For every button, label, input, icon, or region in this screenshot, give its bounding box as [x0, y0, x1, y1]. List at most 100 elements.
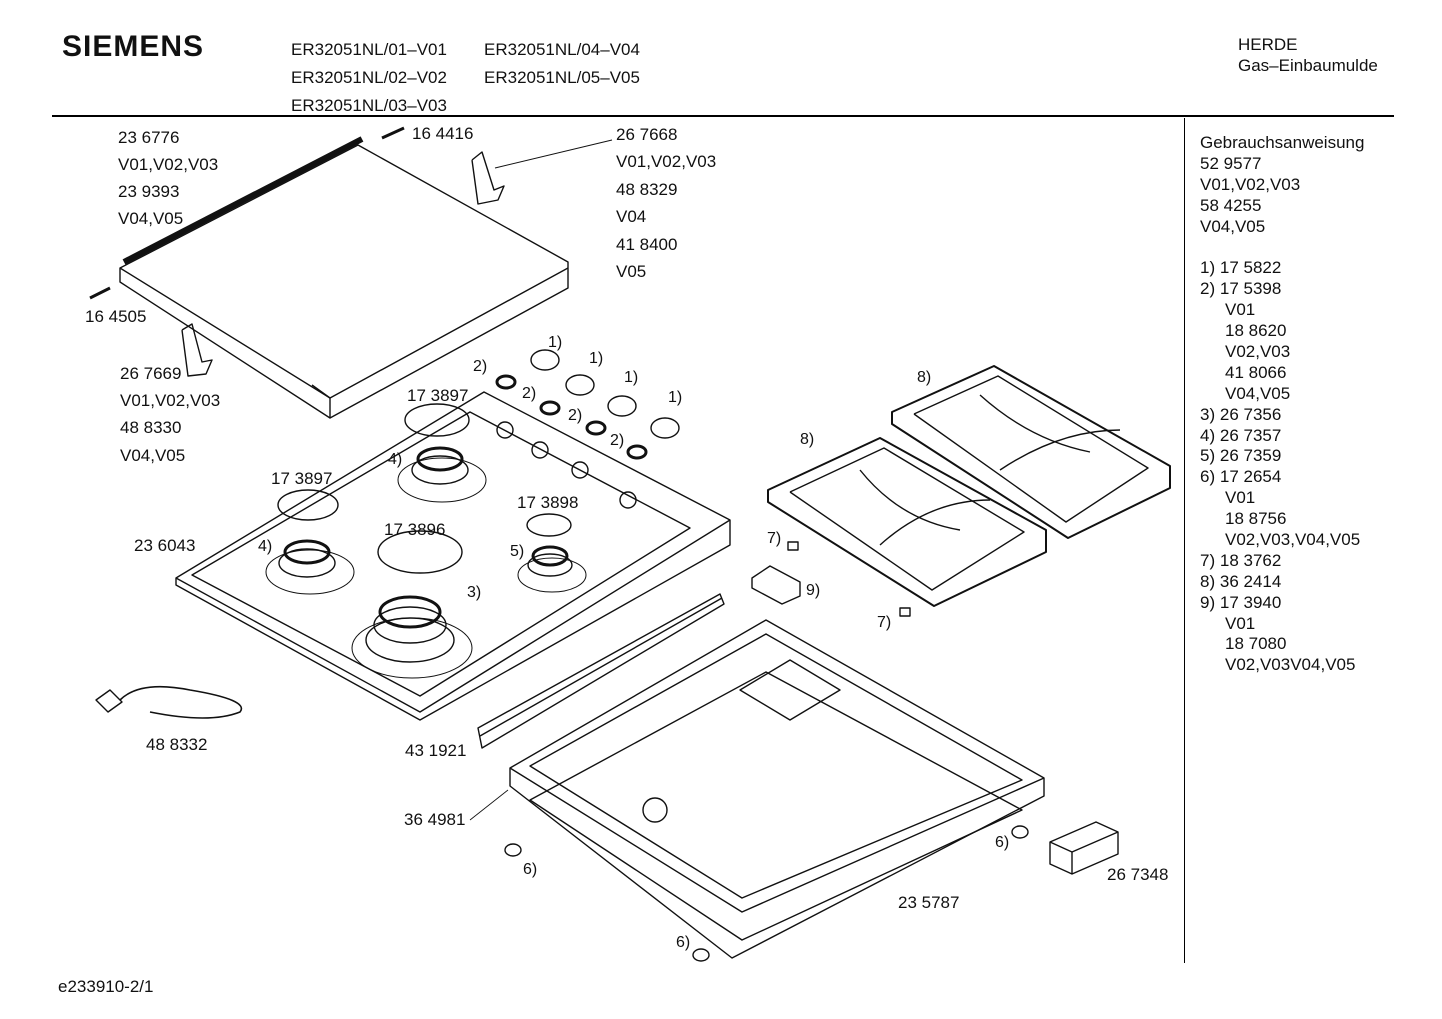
sidebar-subitem: V02,V03,V04,V05	[1225, 530, 1361, 550]
callout-mark: 2)	[610, 432, 625, 449]
part-label: 23 9393	[118, 182, 180, 201]
part-label: V04,V05	[118, 209, 184, 228]
model-number: ER32051NL/01–V01	[291, 40, 447, 59]
part-label: 41 8400	[616, 235, 678, 254]
callout-mark: 6)	[995, 834, 1010, 851]
sidebar-item: 5) 26 7359	[1200, 446, 1282, 466]
part-label: 16 4505	[85, 307, 147, 326]
callout-mark: 6)	[676, 934, 691, 951]
callout-mark: 2)	[522, 385, 537, 402]
burner-small-left	[265, 539, 355, 595]
pan-support-back	[891, 365, 1171, 539]
sidebar-line: V01,V02,V03	[1200, 174, 1301, 194]
parts-sidebar: Gebrauchsanweisung 52 9577 V01,V02,V03 5…	[1200, 133, 1364, 676]
control-knobs	[495, 349, 680, 460]
burner-caps	[277, 403, 572, 574]
part-label: 17 3897	[407, 386, 469, 405]
part-label: 43 1921	[405, 741, 467, 760]
callout-mark: 8)	[800, 431, 815, 448]
brand-logo: SIEMENS	[62, 30, 205, 63]
sidebar-line: 52 9577	[1200, 153, 1262, 173]
part-label: 48 8332	[146, 735, 208, 754]
part-label: V01,V02,V03	[118, 155, 219, 174]
small-parts	[751, 541, 911, 617]
part-label: 26 7668	[616, 125, 678, 144]
burner-small-back	[397, 446, 487, 503]
part-label: 26 7348	[1107, 865, 1169, 884]
sidebar-subitem: V01	[1225, 613, 1256, 633]
sidebar-subitem: V01	[1225, 488, 1256, 508]
callout-mark: 1)	[668, 389, 683, 406]
sidebar-item: 1) 17 5822	[1200, 258, 1282, 278]
sidebar-subitem: 18 7080	[1225, 634, 1287, 654]
pan-support-front	[767, 437, 1047, 607]
sidebar-item: 3) 26 7356	[1200, 404, 1282, 424]
part-label: 36 4981	[404, 810, 466, 829]
callout-mark: 4)	[258, 538, 273, 555]
sidebar-item: 8) 36 2414	[1200, 571, 1282, 591]
burner-aux	[517, 545, 587, 593]
callout-mark: 9)	[806, 582, 821, 599]
cover-lid	[119, 136, 569, 419]
hob-plate	[175, 391, 731, 721]
part-label: 17 3897	[271, 469, 333, 488]
sidebar-item: 9) 17 3940	[1200, 592, 1282, 612]
part-label: 23 6776	[118, 128, 180, 147]
category-title: HERDE	[1238, 35, 1298, 54]
part-label: 23 5787	[898, 893, 960, 912]
callout-mark: 1)	[624, 369, 639, 386]
hinge-right	[471, 139, 613, 205]
part-label: 17 3898	[517, 493, 579, 512]
sidebar-subitem: V01	[1225, 300, 1256, 320]
part-label: 17 3896	[384, 520, 446, 539]
part-label: 23 6043	[134, 536, 196, 555]
part-label: 26 7669	[120, 364, 182, 383]
callout-mark: 6)	[523, 861, 538, 878]
leader-lines	[469, 789, 509, 821]
callout-mark: 1)	[589, 350, 604, 367]
part-label: V05	[616, 262, 647, 281]
callout-mark: 5)	[510, 543, 525, 560]
model-number: ER32051NL/03–V03	[291, 96, 447, 115]
sidebar-subitem: 18 8620	[1225, 321, 1287, 341]
model-number: ER32051NL/05–V05	[484, 68, 640, 87]
part-label: 48 8330	[120, 418, 182, 437]
callout-mark: 8)	[917, 369, 932, 386]
sidebar-item: 7) 18 3762	[1200, 550, 1282, 570]
burner-large	[351, 595, 473, 679]
model-number: ER32051NL/02–V02	[291, 68, 447, 87]
sidebar-divider	[1184, 118, 1185, 963]
callout-mark: 2)	[473, 358, 488, 375]
power-cable	[95, 685, 243, 719]
housing-frame	[509, 619, 1045, 959]
sidebar-subitem: V02,V03V04,V05	[1225, 655, 1356, 675]
hinge-left	[181, 323, 213, 377]
callout-mark: 4)	[388, 451, 403, 468]
document-id: e233910-2/1	[58, 977, 154, 996]
callout-mark: 3)	[467, 584, 482, 601]
sidebar-subitem: V04,V05	[1225, 383, 1291, 403]
screw-left	[89, 286, 111, 300]
sidebar-subitem: 18 8756	[1225, 509, 1287, 529]
junction-box	[1049, 821, 1119, 875]
sidebar-line: V04,V05	[1200, 216, 1266, 236]
sidebar-item: 6) 17 2654	[1200, 467, 1282, 487]
part-label: V01,V02,V03	[616, 152, 717, 171]
model-number: ER32051NL/04–V04	[484, 40, 640, 59]
screw-top	[381, 126, 405, 140]
callout-mark: 1)	[548, 334, 563, 351]
part-label: 48 8329	[616, 180, 678, 199]
gasket-strip	[477, 593, 725, 749]
exploded-view-drawing	[89, 126, 1171, 962]
sidebar-line: Gebrauchsanweisung	[1200, 133, 1365, 152]
sidebar-subitem: V02,V03	[1225, 342, 1291, 362]
part-label: V04	[616, 207, 647, 226]
frame-feet	[504, 825, 1029, 962]
part-label: V01,V02,V03	[120, 391, 221, 410]
sidebar-item: 4) 26 7357	[1200, 425, 1282, 445]
sidebar-subitem: 41 8066	[1225, 362, 1287, 382]
sidebar-line: 58 4255	[1200, 195, 1262, 215]
header-divider	[52, 115, 1394, 117]
part-label: 16 4416	[412, 124, 474, 143]
part-label: V04,V05	[120, 446, 186, 465]
